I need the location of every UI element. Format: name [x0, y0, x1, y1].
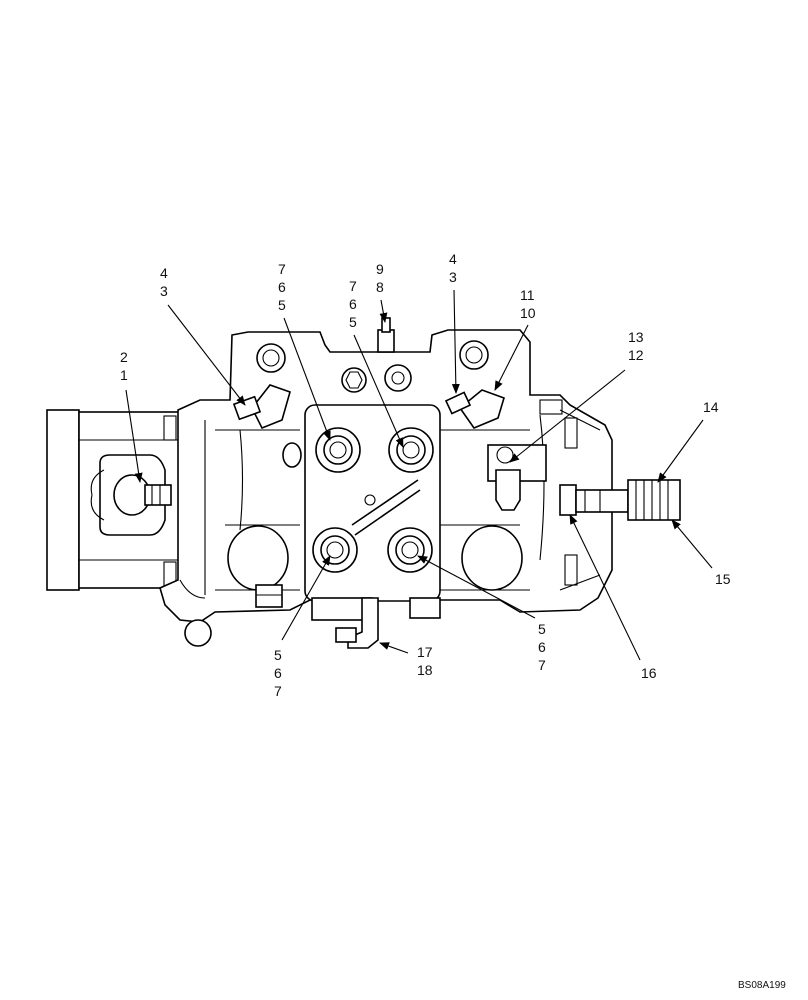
mounting-flange: [46, 409, 180, 591]
callout-11: 11: [520, 287, 535, 303]
callout-9: 9: [376, 261, 384, 277]
callout-4-left: 4: [160, 265, 168, 281]
callout-5-c: 5: [274, 647, 282, 663]
callout-7-c: 7: [274, 683, 282, 699]
callout-5-b: 5: [349, 314, 357, 330]
callout-14: 14: [703, 399, 719, 415]
callout-6-b: 6: [349, 296, 357, 312]
callout-4-right: 4: [449, 251, 457, 267]
leader-lines: [125, 289, 713, 661]
callout-6-c: 6: [274, 665, 282, 681]
callout-13: 13: [628, 329, 644, 345]
callout-7-d: 7: [538, 657, 546, 673]
drawing-code: BS08A199: [738, 980, 786, 991]
callout-12: 12: [628, 347, 644, 363]
callout-5-a: 5: [278, 297, 286, 313]
callout-8: 8: [376, 279, 384, 295]
drive-shaft: [559, 479, 681, 521]
callout-18: 18: [417, 662, 433, 678]
valve-block: [304, 404, 441, 649]
callout-17: 17: [417, 644, 433, 660]
callout-3-left: 3: [160, 283, 168, 299]
callout-7-b: 7: [349, 278, 357, 294]
callout-10: 10: [520, 305, 536, 321]
callout-3-right: 3: [449, 269, 457, 285]
elbow-fitting-right: [444, 389, 505, 429]
elbow-fitting-left: [232, 384, 302, 468]
callout-6-d: 6: [538, 639, 546, 655]
callout-15: 15: [715, 571, 731, 587]
callout-1: 1: [120, 367, 128, 383]
lower-bosses: [184, 525, 523, 647]
callout-6-a: 6: [278, 279, 286, 295]
left-fitting: [113, 474, 172, 516]
callout-7-a: 7: [278, 261, 286, 277]
callout-labels: 2 1 4 3 7 6 5 7 6 5 9 8 4 3 11 10 13 12 …: [120, 251, 731, 699]
top-ports: [256, 317, 489, 393]
callout-16: 16: [641, 665, 657, 681]
port-fittings: [312, 427, 434, 573]
straight-fitting: [487, 444, 547, 511]
callout-2: 2: [120, 349, 128, 365]
callout-5-d: 5: [538, 621, 546, 637]
